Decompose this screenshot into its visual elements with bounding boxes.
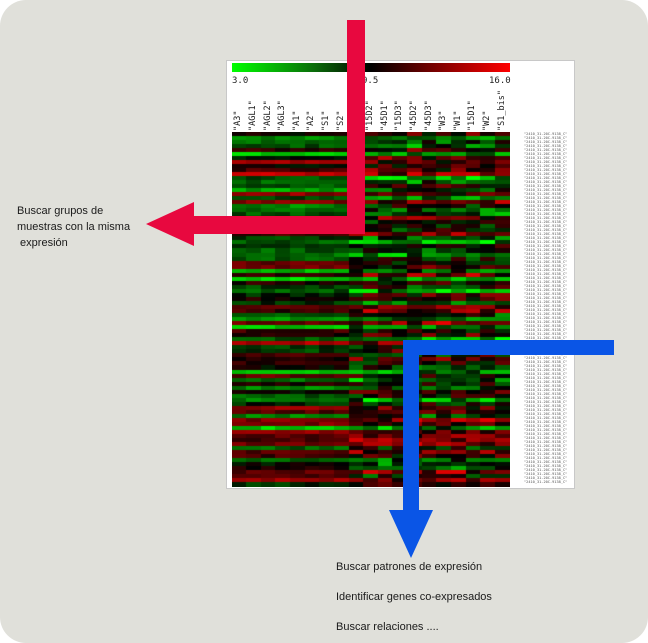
gene-label: "2410_31-20C-9138_C" — [524, 160, 568, 164]
gene-label: "2410_31-20C-9138_C" — [524, 216, 568, 220]
gene-label: "2410_31-20C-9138_C" — [524, 384, 568, 388]
scale-max-label: 16.0 — [489, 76, 511, 86]
gene-label: "2410_31-20C-9138_C" — [524, 424, 568, 428]
gene-label: "2410_31-20C-9138_C" — [524, 420, 568, 424]
gene-label: "2410_31-20C-9138_C" — [524, 464, 568, 468]
gene-label: "2410_31-20C-9138_C" — [524, 268, 568, 272]
gene-label: "2410_31-20C-9138_C" — [524, 452, 568, 456]
gene-label: "2410_31-20C-9138_C" — [524, 184, 568, 188]
gene-label: "2410_31-20C-9138_C" — [524, 252, 568, 256]
gene-label: "2410_31-20C-9138_C" — [524, 224, 568, 228]
gene-label: "2410_31-20C-9138_C" — [524, 372, 568, 376]
gene-label: "2410_31-20C-9138_C" — [524, 432, 568, 436]
gene-label: "2410_31-20C-9138_C" — [524, 172, 568, 176]
gene-label: "2410_31-20C-9138_C" — [524, 312, 568, 316]
gene-label: "2410_31-20C-9138_C" — [524, 456, 568, 460]
gene-label: "2410_31-20C-9138_C" — [524, 168, 568, 172]
gene-label: "2410_31-20C-9138_C" — [524, 376, 568, 380]
gene-label: "2410_31-20C-9138_C" — [524, 428, 568, 432]
gene-label: "2410_31-20C-9138_C" — [524, 132, 568, 136]
gene-label: "2410_31-20C-9138_C" — [524, 232, 568, 236]
gene-label: "2410_31-20C-9138_C" — [524, 388, 568, 392]
gene-label: "2410_31-20C-9138_C" — [524, 408, 568, 412]
gene-label: "2410_31-20C-9138_C" — [524, 324, 568, 328]
gene-row-labels: "2410_31-20C-9138_C""2410_31-20C-9138_C"… — [524, 132, 570, 487]
gene-label: "2410_31-20C-9138_C" — [524, 356, 568, 360]
gene-label: "2410_31-20C-9138_C" — [524, 176, 568, 180]
blue-arrow-down — [389, 340, 614, 558]
gene-label: "2410_31-20C-9138_C" — [524, 200, 568, 204]
gene-label: "2410_31-20C-9138_C" — [524, 220, 568, 224]
gene-label: "2410_31-20C-9138_C" — [524, 156, 568, 160]
gene-label: "2410_31-20C-9138_C" — [524, 208, 568, 212]
gene-label: "2410_31-20C-9138_C" — [524, 444, 568, 448]
gene-label: "2410_31-20C-9138_C" — [524, 284, 568, 288]
gene-label: "2410_31-20C-9138_C" — [524, 304, 568, 308]
gene-label: "2410_31-20C-9138_C" — [524, 460, 568, 464]
color-scale-bar — [232, 63, 510, 72]
gene-label: "2410_31-20C-9138_C" — [524, 196, 568, 200]
gene-label: "2410_31-20C-9138_C" — [524, 180, 568, 184]
gene-label: "2410_31-20C-9138_C" — [524, 272, 568, 276]
bottom-annotation-1: Buscar patrones de expresión — [336, 561, 483, 573]
gene-label: "2410_31-20C-9138_C" — [524, 412, 568, 416]
gene-label: "2410_31-20C-9138_C" — [524, 280, 568, 284]
gene-label: "2410_31-20C-9138_C" — [524, 400, 568, 404]
gene-label: "2410_31-20C-9138_C" — [524, 188, 568, 192]
gene-label: "2410_31-20C-9138_C" — [524, 212, 568, 216]
gene-label: "2410_31-20C-9138_C" — [524, 260, 568, 264]
gene-label: "2410_31-20C-9138_C" — [524, 480, 568, 484]
gene-label: "2410_31-20C-9138_C" — [524, 368, 568, 372]
gene-label: "2410_31-20C-9138_C" — [524, 300, 568, 304]
red-arrow-left — [146, 20, 365, 246]
gene-label: "2410_31-20C-9138_C" — [524, 476, 568, 480]
bottom-annotation-2: Identificar genes co-expresados — [336, 591, 492, 603]
gene-label: "2410_31-20C-9138_C" — [524, 468, 568, 472]
left-annotation-text: Buscar grupos de muestras con la misma e… — [17, 205, 131, 249]
gene-label: "2410_31-20C-9138_C" — [524, 288, 568, 292]
gene-label: "2410_31-20C-9138_C" — [524, 360, 568, 364]
expression-heatmap — [232, 132, 510, 487]
gene-label: "2410_31-20C-9138_C" — [524, 308, 568, 312]
gene-label: "2410_31-20C-9138_C" — [524, 380, 568, 384]
gene-label: "2410_31-20C-9138_C" — [524, 336, 568, 340]
gene-label: "2410_31-20C-9138_C" — [524, 320, 568, 324]
gene-label: "2410_31-20C-9138_C" — [524, 244, 568, 248]
gene-label: "2410_31-20C-9138_C" — [524, 264, 568, 268]
gene-label: "2410_31-20C-9138_C" — [524, 140, 568, 144]
gene-label: "2410_31-20C-9138_C" — [524, 472, 568, 476]
gene-label: "2410_31-20C-9138_C" — [524, 404, 568, 408]
gene-label: "2410_31-20C-9138_C" — [524, 316, 568, 320]
gene-label: "2410_31-20C-9138_C" — [524, 192, 568, 196]
bottom-annotation-3: Buscar relaciones .... — [336, 621, 439, 633]
gene-label: "2410_31-20C-9138_C" — [524, 136, 568, 140]
gene-label: "2410_31-20C-9138_C" — [524, 392, 568, 396]
gene-label: "2410_31-20C-9138_C" — [524, 240, 568, 244]
gene-label: "2410_31-20C-9138_C" — [524, 164, 568, 168]
gene-label: "2410_31-20C-9138_C" — [524, 276, 568, 280]
scale-mid-label: 9.5 — [362, 76, 379, 86]
gene-label: "2410_31-20C-9138_C" — [524, 332, 568, 336]
gene-label: "2410_31-20C-9138_C" — [524, 148, 568, 152]
gene-label: "2410_31-20C-9138_C" — [524, 204, 568, 208]
gene-label: "2410_31-20C-9138_C" — [524, 448, 568, 452]
gene-label: "2410_31-20C-9138_C" — [524, 416, 568, 420]
gene-label: "2410_31-20C-9138_C" — [524, 144, 568, 148]
gene-label: "2410_31-20C-9138_C" — [524, 152, 568, 156]
gene-label: "2410_31-20C-9138_C" — [524, 248, 568, 252]
gene-label: "2410_31-20C-9138_C" — [524, 296, 568, 300]
gene-label: "2410_31-20C-9138_C" — [524, 436, 568, 440]
gene-label: "2410_31-20C-9138_C" — [524, 256, 568, 260]
gene-label: "2410_31-20C-9138_C" — [524, 328, 568, 332]
gene-label: "2410_31-20C-9138_C" — [524, 396, 568, 400]
scale-min-label: 3.0 — [232, 76, 249, 86]
gene-label: "2410_31-20C-9138_C" — [524, 236, 568, 240]
gene-label: "2410_31-20C-9138_C" — [524, 228, 568, 232]
gene-label: "2410_31-20C-9138_C" — [524, 364, 568, 368]
gene-label: "2410_31-20C-9138_C" — [524, 440, 568, 444]
gene-label: "2410_31-20C-9138_C" — [524, 292, 568, 296]
